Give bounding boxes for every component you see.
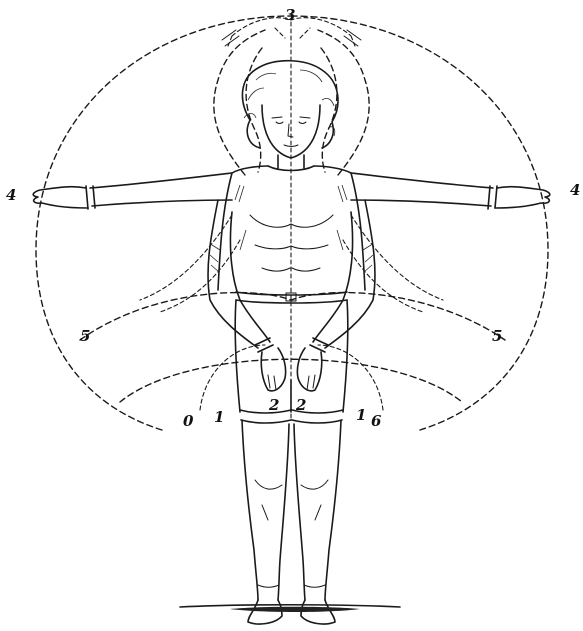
label-diag-right: 5 [492, 327, 502, 345]
label-hand-left: 2 [268, 396, 279, 414]
hip-arc-left [200, 345, 265, 410]
arm-reach-circle [36, 16, 548, 430]
knee-lines [255, 480, 328, 520]
ground-shadow [230, 607, 360, 612]
foot-left [248, 600, 282, 624]
label-inner-low-right: 1 [356, 406, 366, 424]
leg-left [242, 420, 289, 600]
horizontal-arm-left [90, 173, 232, 206]
collar [268, 166, 314, 171]
upper-arm-left [208, 200, 270, 348]
hand-left-down [261, 348, 285, 391]
raised-arm-left [214, 30, 265, 175]
label-arm-right: 4 [570, 181, 580, 199]
ankle-bands [258, 585, 325, 587]
label-outer-low-left: 0 [183, 412, 194, 430]
upper-arm-right [313, 200, 375, 348]
hair-curls [244, 70, 335, 136]
hand-right-down [297, 348, 321, 391]
label-outer-low-right: 6 [371, 412, 382, 430]
label-arm-left: 4 [6, 186, 16, 204]
raised-arm-right [318, 30, 369, 175]
diagonal-arm-left [140, 215, 240, 312]
leg-right [294, 420, 341, 600]
label-inner-low-left: 1 [214, 408, 224, 426]
raised-wrist-band-left [222, 30, 239, 46]
label-top: 3 [285, 6, 295, 24]
hip-arc-right [318, 345, 383, 410]
horizontal-arm-right [351, 173, 493, 206]
ground-line [180, 605, 400, 607]
foot-right [301, 600, 335, 624]
stocking-band-left [240, 410, 291, 423]
label-hand-right: 2 [295, 396, 306, 414]
diagonal-arm-right [343, 215, 443, 312]
label-diag-left: 5 [80, 327, 90, 345]
